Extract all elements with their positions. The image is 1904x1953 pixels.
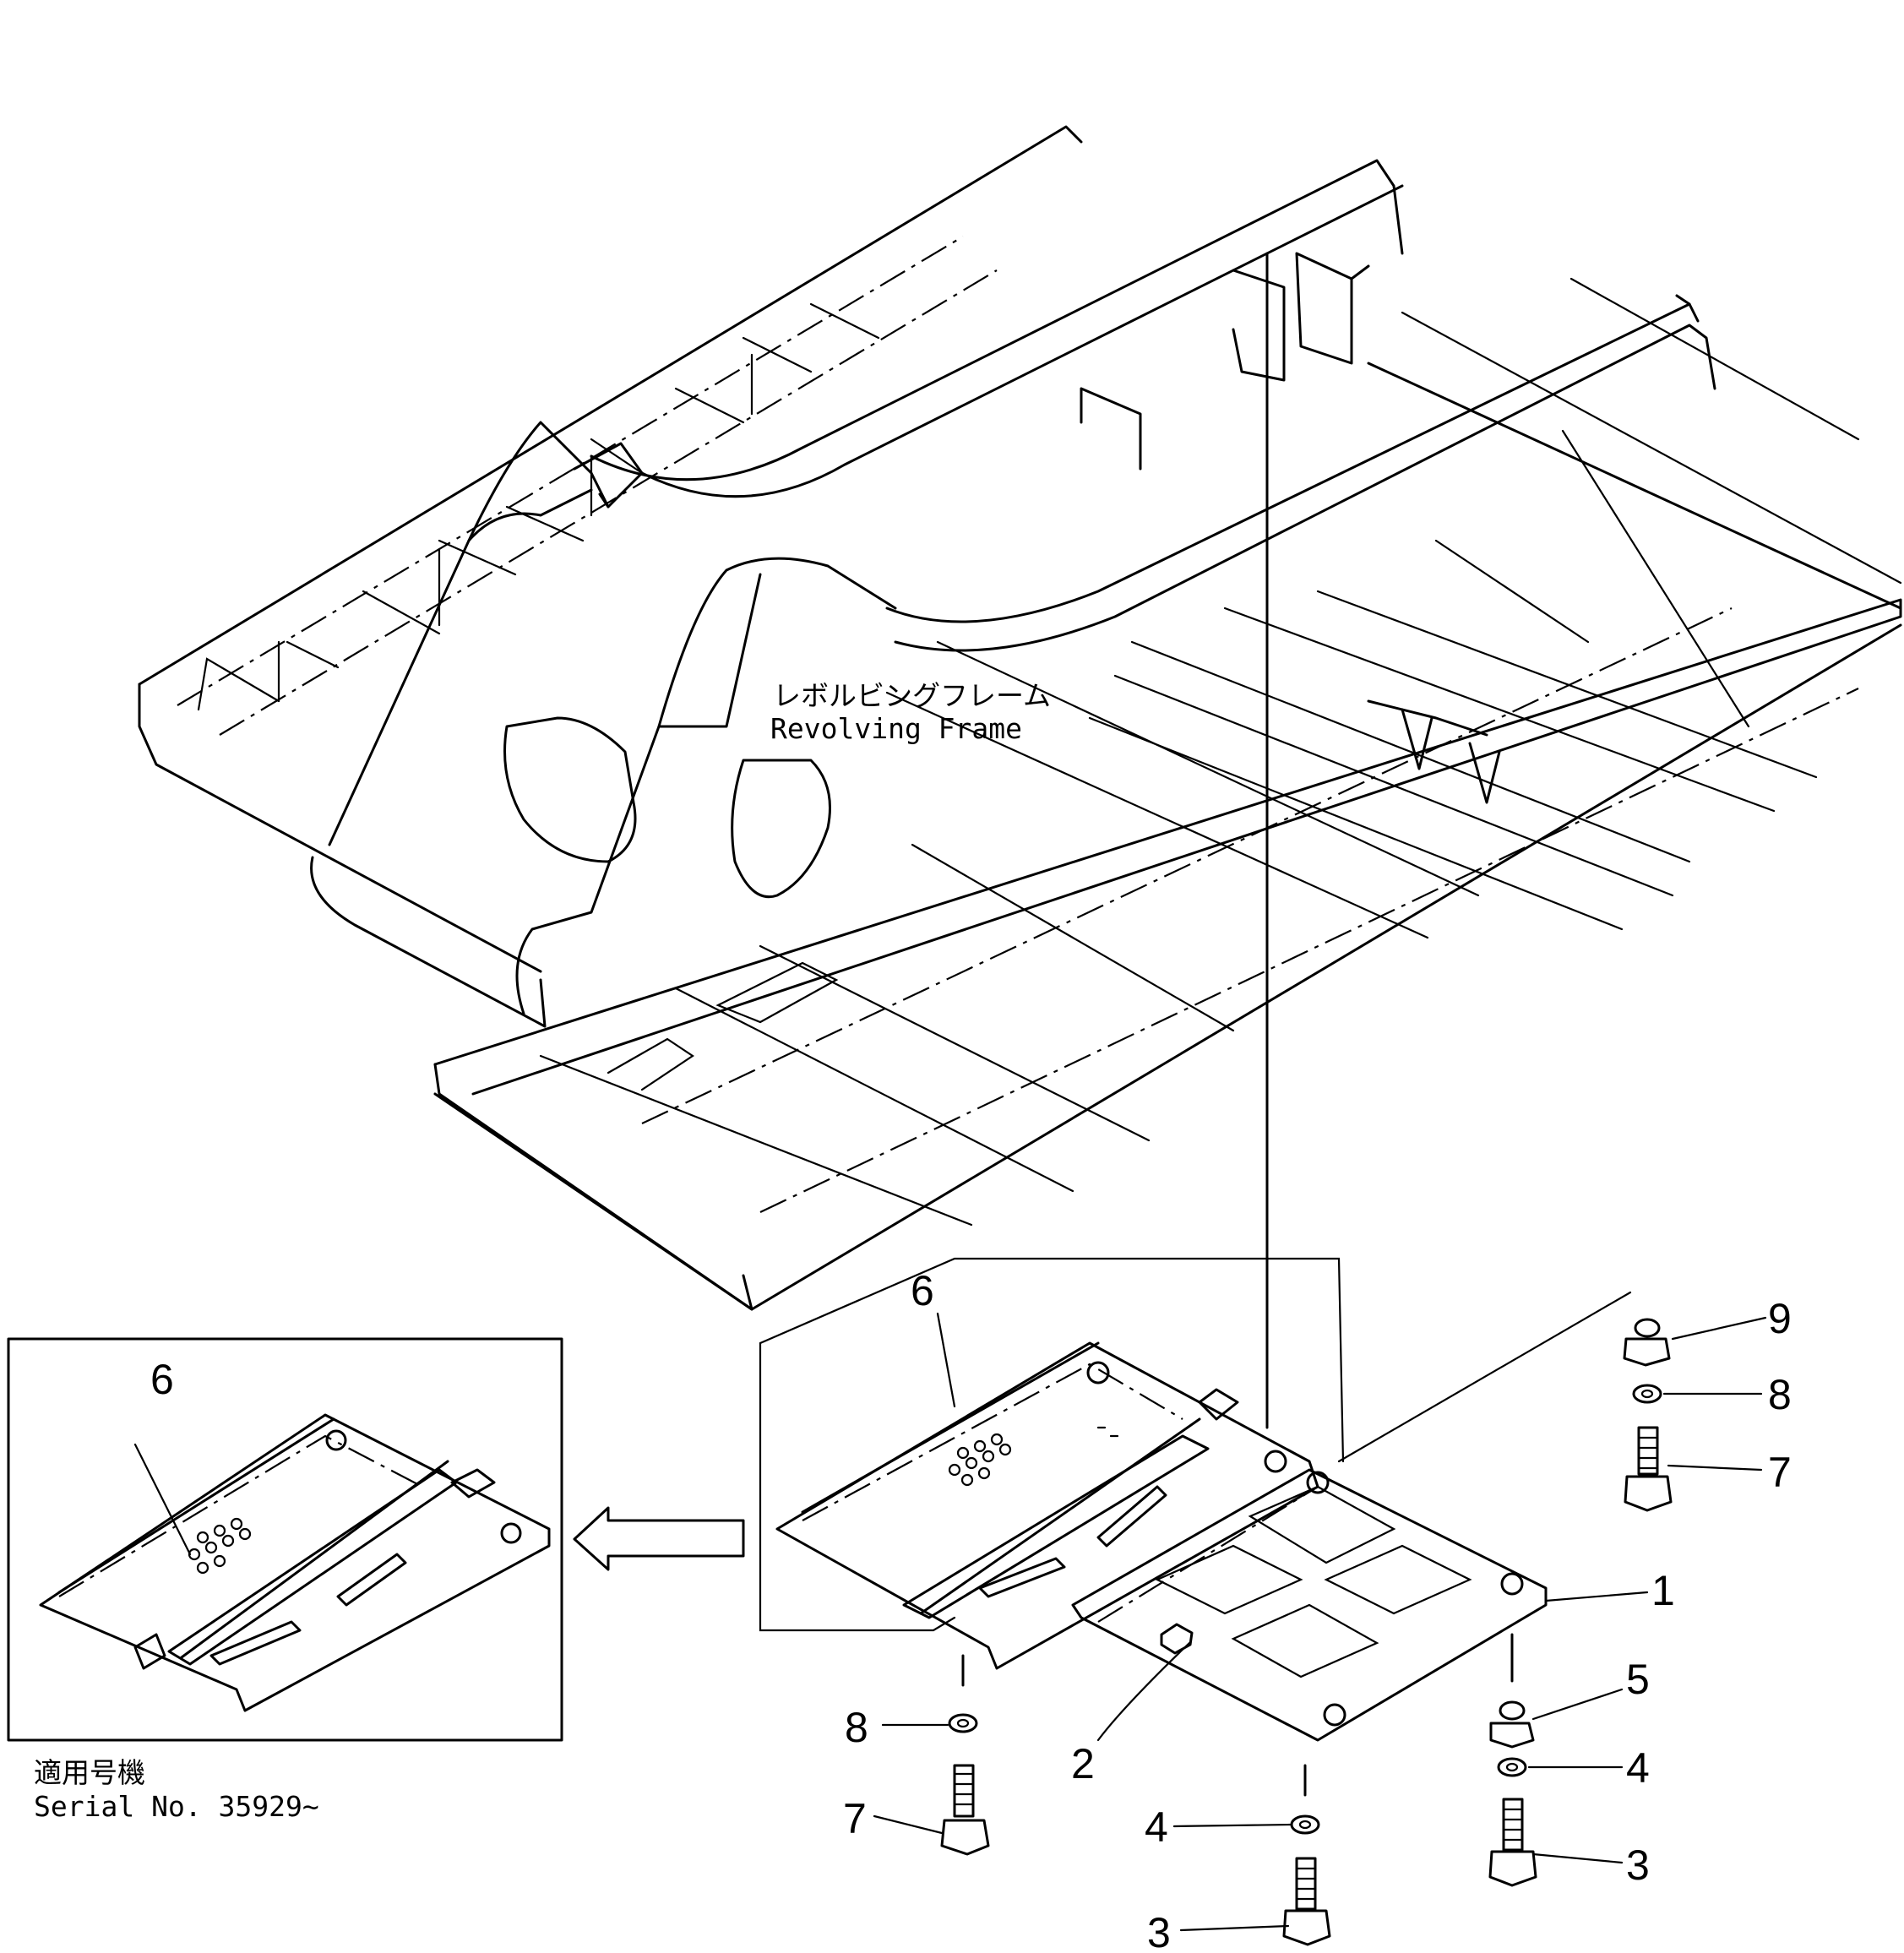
nut-5-right <box>1489 1700 1535 1749</box>
bolt-3-right <box>1488 1798 1537 1887</box>
callout-5: 5 <box>1626 1656 1650 1703</box>
group-bracket-right <box>1337 1291 1632 1463</box>
callout-7-left: 7 <box>843 1795 867 1842</box>
nut-9 <box>1623 1318 1671 1367</box>
callout-8-left: 8 <box>845 1704 868 1751</box>
callout-6-center: 6 <box>911 1267 934 1314</box>
callout-1: 1 <box>1651 1567 1675 1614</box>
callout-3-center: 3 <box>1147 1909 1171 1953</box>
callout-3-right: 3 <box>1626 1841 1650 1889</box>
washer-4-right <box>1497 1757 1527 1777</box>
callout-2: 2 <box>1071 1740 1095 1787</box>
frame-label-jp: レボルビングフレーム <box>773 679 1051 712</box>
serial-note-en: Serial No. 35929~ <box>34 1790 319 1823</box>
inset-panel <box>7 1337 563 1742</box>
callout-7-right: 7 <box>1768 1449 1792 1496</box>
callout-9: 9 <box>1768 1295 1792 1342</box>
callout-6-inset: 6 <box>150 1356 174 1403</box>
callout-4-center: 4 <box>1145 1803 1168 1851</box>
bolt-7-left <box>940 1764 990 1856</box>
bolt-3-center <box>1282 1857 1331 1946</box>
washer-8-right <box>1632 1384 1662 1404</box>
group-bracket-left <box>759 1341 956 1632</box>
washer-4-center <box>1290 1814 1320 1835</box>
callout-leaders <box>873 1312 1767 1932</box>
serial-note-jp: 適用号機 <box>34 1756 145 1789</box>
frame-label-en: Revolving Frame <box>770 712 1022 745</box>
bolt-7-right <box>1624 1426 1673 1512</box>
left-arrow-icon <box>573 1506 745 1571</box>
callout-4-right: 4 <box>1626 1744 1650 1792</box>
group-bracket-top <box>759 1257 1345 1463</box>
washer-8-left <box>948 1713 978 1733</box>
cover-plate-6 <box>775 1341 1319 1670</box>
callout-8-right: 8 <box>1768 1371 1792 1418</box>
skid-plate-1 <box>1071 1468 1548 1742</box>
